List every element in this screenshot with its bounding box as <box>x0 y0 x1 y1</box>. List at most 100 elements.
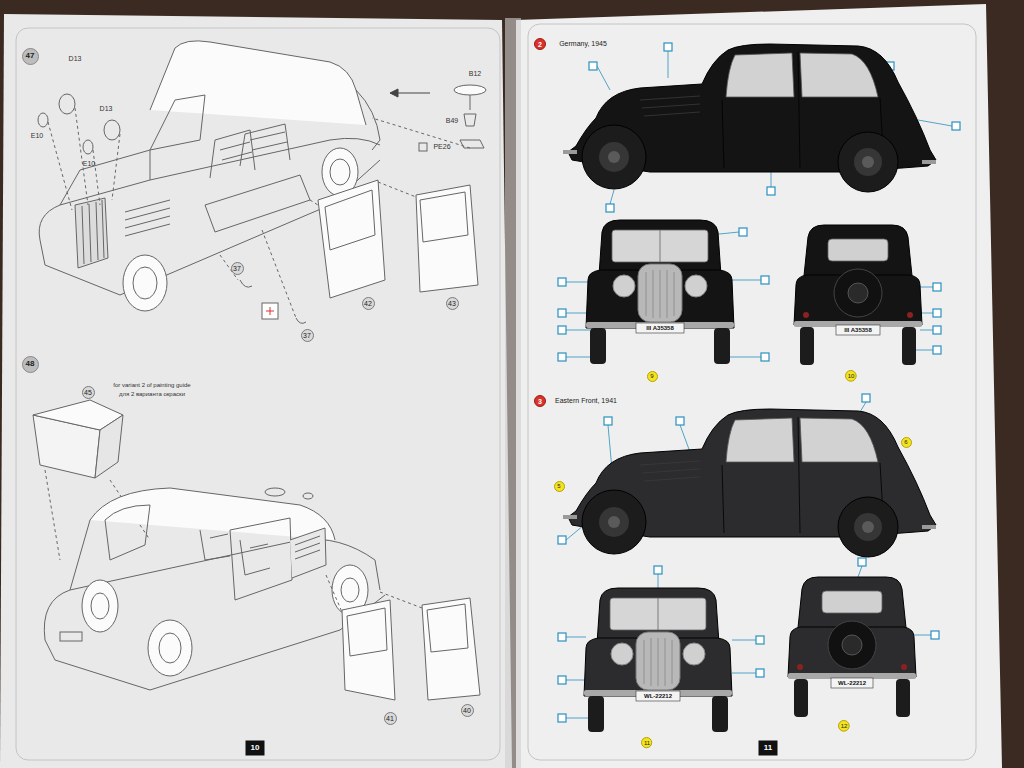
part-callout-circle <box>384 712 396 724</box>
assembly-drawing-47 <box>40 240 45 265</box>
assembly-drawing-47 <box>240 280 306 323</box>
assembly-drawing-47 <box>38 113 48 127</box>
colour-squares <box>933 309 941 317</box>
assembly-drawing-48 <box>342 600 395 700</box>
colour-squares <box>676 417 684 425</box>
assembly-drawing-47 <box>220 230 296 318</box>
assembly-drawing-47 <box>416 185 478 292</box>
pages <box>516 4 1002 768</box>
assembly-drawing-47 <box>133 267 157 299</box>
assembly-drawing-48 <box>105 505 150 560</box>
colour-callout-circle <box>846 371 857 382</box>
colour-callout: 9 <box>647 371 658 382</box>
car-side-view-germany <box>563 44 936 192</box>
assembly-drawing-48 <box>44 520 90 640</box>
part-name: B49 <box>446 117 458 125</box>
note: for variant 2 of painting guide <box>113 382 190 389</box>
step-number: 48 <box>22 356 39 373</box>
assembly-drawing-48 <box>91 593 109 619</box>
step-number-circle <box>22 48 38 64</box>
pages <box>505 18 521 768</box>
car-rear-view-eastern-front <box>788 577 916 717</box>
assembly-drawing-47 <box>125 200 170 236</box>
licence-plate: WL-22212 <box>838 680 866 687</box>
colour-squares <box>756 669 764 677</box>
licence-plate: III A35358 <box>844 327 871 334</box>
assembly-drawing-47 <box>464 95 476 126</box>
assembly-drawing-47 <box>75 198 108 268</box>
colour-callout-circle <box>839 721 850 732</box>
variant-number: 2 <box>534 38 546 50</box>
car-front-view-germany <box>586 220 734 364</box>
assembly-drawing-47 <box>262 303 278 319</box>
step-number-text: 48 <box>26 360 35 368</box>
colour-callout-circle <box>647 371 657 381</box>
part-name: D13 <box>69 55 82 63</box>
assembly-drawing-47 <box>372 118 470 148</box>
colour-squares <box>589 62 597 70</box>
assembly-drawing-47 <box>150 95 205 150</box>
part-callout-text: 43 <box>448 300 456 307</box>
part-callout-circle <box>82 386 94 398</box>
colour-callout-text: 11 <box>644 740 650 746</box>
assembly-drawing-47 <box>82 200 104 264</box>
assembly-drawing-47 <box>420 192 468 242</box>
licence-plates <box>636 323 684 333</box>
pages <box>0 14 512 768</box>
assembly-drawing-47 <box>210 124 290 178</box>
assembly-drawing-48 <box>82 580 118 632</box>
assembly-drawing-48 <box>427 604 468 652</box>
assembly-drawing-47 <box>104 120 120 140</box>
licence-plates <box>636 691 680 701</box>
colour-callout-circle <box>642 738 652 748</box>
pages <box>528 24 976 760</box>
colour-squares <box>654 566 662 574</box>
colour-squares <box>558 536 566 544</box>
colour-squares <box>931 631 939 639</box>
part-name: D13 <box>100 105 113 113</box>
assembly-drawing-47 <box>330 159 350 185</box>
assembly-drawing-48 <box>422 598 480 700</box>
part-callout-text: 45 <box>84 389 92 396</box>
page-number-text: 11 <box>764 744 772 752</box>
car-side-view-germany <box>563 44 936 192</box>
part-callout-circle <box>461 704 473 716</box>
variant-number-circle <box>535 396 546 407</box>
variant-title: Eastern Front, 1941 <box>555 397 617 405</box>
colour-squares <box>858 558 866 566</box>
colour-squares <box>558 278 566 286</box>
colour-squares <box>756 636 764 644</box>
colour-squares <box>933 326 941 334</box>
colour-callout-circle <box>554 481 564 491</box>
licence-plate: WL-22212 <box>644 693 672 700</box>
part-callout: 40 <box>461 704 474 717</box>
assembly-drawing-48 <box>95 415 123 478</box>
assembly-drawing-47 <box>83 140 93 154</box>
colour-squares <box>606 204 614 212</box>
assembly-drawing-47 <box>460 140 484 148</box>
assembly-drawing-47 <box>325 190 375 250</box>
colour-squares <box>558 633 566 641</box>
colour-callout-text: 5 <box>557 483 560 489</box>
part-callout: 37 <box>301 329 314 342</box>
part-name: B12 <box>469 70 481 78</box>
car-side-view-eastern-front <box>563 409 936 557</box>
licence-plate: III A35358 <box>646 325 673 332</box>
colour-squares <box>558 353 566 361</box>
part-callout: 45 <box>82 386 95 399</box>
assembly-drawing-48 <box>303 493 313 499</box>
page-number: 10 <box>246 741 264 755</box>
note: для 2 варианта окраски <box>119 391 185 398</box>
assembly-drawing-47 <box>266 307 274 315</box>
part-callout-text: 37 <box>303 332 311 339</box>
colour-squares <box>952 122 960 130</box>
car-side-view-eastern-front <box>563 409 936 557</box>
assembly-drawing-47 <box>318 180 385 298</box>
part-callout-text: 37 <box>233 265 241 272</box>
colour-squares <box>558 326 566 334</box>
assembly-drawing-48 <box>290 528 326 578</box>
variant-number-circle <box>535 39 546 50</box>
pages <box>16 28 500 760</box>
page-number-box <box>759 741 777 755</box>
